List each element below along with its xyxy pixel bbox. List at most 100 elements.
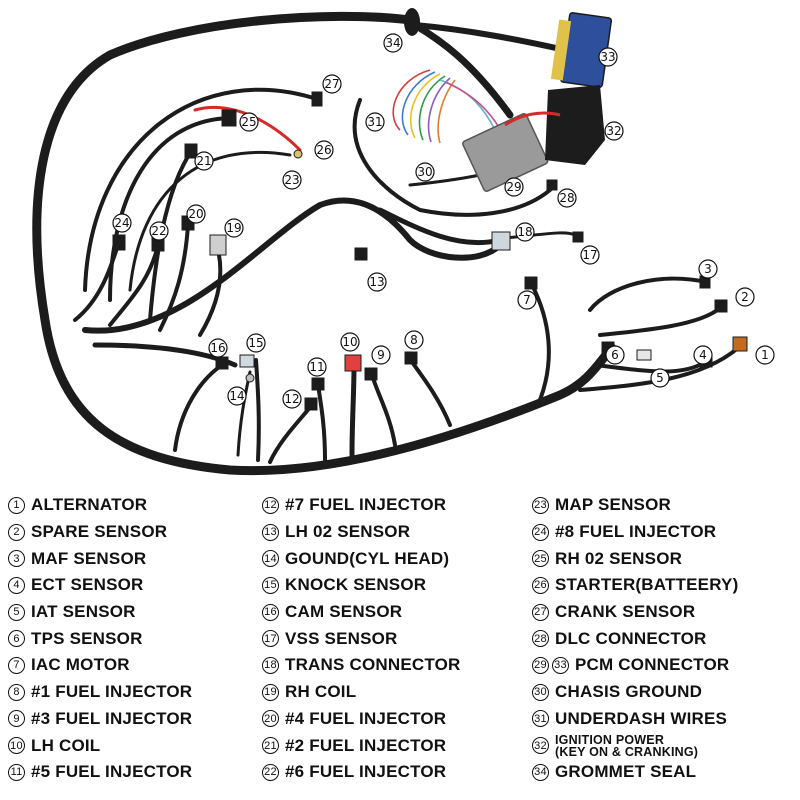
legend-label: MAF SENSOR xyxy=(31,548,147,568)
legend-item: 3 MAF SENSOR xyxy=(8,545,192,572)
branch-22 xyxy=(108,243,160,327)
svg-text:7: 7 xyxy=(523,293,531,307)
branch-24 xyxy=(73,243,120,322)
legend-label: ALTERNATOR xyxy=(31,495,148,515)
branch-12 xyxy=(268,403,314,464)
legend-item: 11#5 FUEL INJECTOR xyxy=(8,759,192,786)
svg-text:29: 29 xyxy=(506,180,521,194)
underdash-wires xyxy=(392,69,503,144)
legend-item: 2 SPARE SENSOR xyxy=(8,519,192,546)
legend-label: LH COIL xyxy=(31,735,101,755)
main-harness-trunk xyxy=(32,11,617,476)
legend-item: 23 MAP SENSOR xyxy=(532,492,738,519)
legend-number: 8 xyxy=(8,683,25,701)
legend-label: CAM SENSOR xyxy=(285,602,403,622)
svg-text:17: 17 xyxy=(582,248,597,262)
legend-column-3: 23 MAP SENSOR 24#8 FUEL INJECTOR 25 RH 02 SE… xyxy=(532,492,738,786)
legend-label: GROMMET SEAL xyxy=(555,762,697,782)
svg-text:15: 15 xyxy=(248,336,263,350)
legend-label: MAP SENSOR xyxy=(555,495,671,515)
legend-label-group: IGNITION POWER(KEY ON & CRANKING) xyxy=(555,732,699,759)
branch-30 xyxy=(408,173,482,187)
branch-7 xyxy=(530,283,551,402)
legend-number: 25 xyxy=(532,550,549,568)
branch-27 xyxy=(83,87,322,292)
branch-18 xyxy=(377,207,503,246)
legend-label: TPS SENSOR xyxy=(31,628,143,648)
legend-label: STARTER(BATTEERY) xyxy=(555,575,739,595)
svg-text:34: 34 xyxy=(385,36,400,50)
legend-number: 29 xyxy=(532,656,549,674)
branch-14 xyxy=(236,370,252,457)
legend-label: DLC CONNECTOR xyxy=(555,628,707,648)
harness-branch-upper xyxy=(82,197,503,334)
branch-19 xyxy=(198,248,223,337)
svg-text:10: 10 xyxy=(342,335,357,349)
svg-text:16: 16 xyxy=(210,341,225,355)
legend-item: 32 IGNITION POWER(KEY ON & CRANKING) xyxy=(532,732,738,759)
svg-text:2: 2 xyxy=(741,290,749,304)
ignition-relay-32 xyxy=(504,85,605,165)
legend-number: 16 xyxy=(262,603,279,621)
legend-item: 22#6 FUEL INJECTOR xyxy=(262,759,461,786)
legend-label: IGNITION POWER xyxy=(555,732,665,747)
legend-number: 33 xyxy=(552,656,569,674)
legend-label: VSS SENSOR xyxy=(285,628,398,648)
legend-item: 28 DLC CONNECTOR xyxy=(532,625,738,652)
legend-label: IAT SENSOR xyxy=(31,602,136,622)
legend-number: 10 xyxy=(8,737,25,755)
legend-item: 24#8 FUEL INJECTOR xyxy=(532,519,738,546)
legend-number: 3 xyxy=(8,550,25,568)
legend-label: #3 FUEL INJECTOR xyxy=(31,708,193,728)
branch-8 xyxy=(410,360,452,427)
branch-3 xyxy=(588,276,708,312)
branch-28 xyxy=(352,98,552,217)
legend-label: SPARE SENSOR xyxy=(31,522,168,542)
svg-text:3: 3 xyxy=(704,262,712,276)
branch-9 xyxy=(370,373,397,447)
legend-label: #5 FUEL INJECTOR xyxy=(31,762,193,782)
wiring-harness-diagram: 1 2 3 4 5 6 7 8 9 10 11 12 13 14 15 16 1… xyxy=(32,8,775,476)
svg-text:20: 20 xyxy=(188,207,203,221)
pcm-connector-29 xyxy=(462,112,549,192)
legend-number: 14 xyxy=(262,550,279,568)
legend-number: 31 xyxy=(532,710,549,728)
legend-item: 16 CAM SENSOR xyxy=(262,599,461,626)
branch-pcm-top xyxy=(412,22,568,53)
svg-text:32: 32 xyxy=(606,124,621,138)
legend-number: 2 xyxy=(8,523,25,541)
svg-text:24: 24 xyxy=(114,216,129,230)
svg-text:9: 9 xyxy=(377,348,385,362)
legend-label: CRANK SENSOR xyxy=(555,602,696,622)
legend-label: TRANS CONNECTOR xyxy=(285,655,461,675)
legend-label: RH 02 SENSOR xyxy=(555,548,683,568)
legend-number: 13 xyxy=(262,523,279,541)
legend-label: #1 FUEL INJECTOR xyxy=(31,682,193,702)
legend-item: 10 LH COIL xyxy=(8,732,192,759)
svg-text:26: 26 xyxy=(316,143,331,157)
diagram-callout-numbers: 1 2 3 4 5 6 7 8 9 10 11 12 13 14 15 16 1… xyxy=(114,36,768,406)
legend-number: 32 xyxy=(532,737,549,755)
legend-number: 7 xyxy=(8,656,25,674)
legend-number: 20 xyxy=(262,710,279,728)
legend-label: CHASIS GROUND xyxy=(555,682,703,702)
legend-label-sub: (KEY ON & CRANKING) xyxy=(555,744,699,759)
svg-text:8: 8 xyxy=(410,333,418,347)
branch-17 xyxy=(503,231,577,240)
branch-2 xyxy=(598,306,722,337)
svg-text:12: 12 xyxy=(284,392,299,406)
legend-number: 28 xyxy=(532,630,549,648)
pcm-connector-33 xyxy=(550,12,613,88)
legend-number: 6 xyxy=(8,630,25,648)
legend-number: 24 xyxy=(532,523,549,541)
legend-number: 23 xyxy=(532,496,549,514)
